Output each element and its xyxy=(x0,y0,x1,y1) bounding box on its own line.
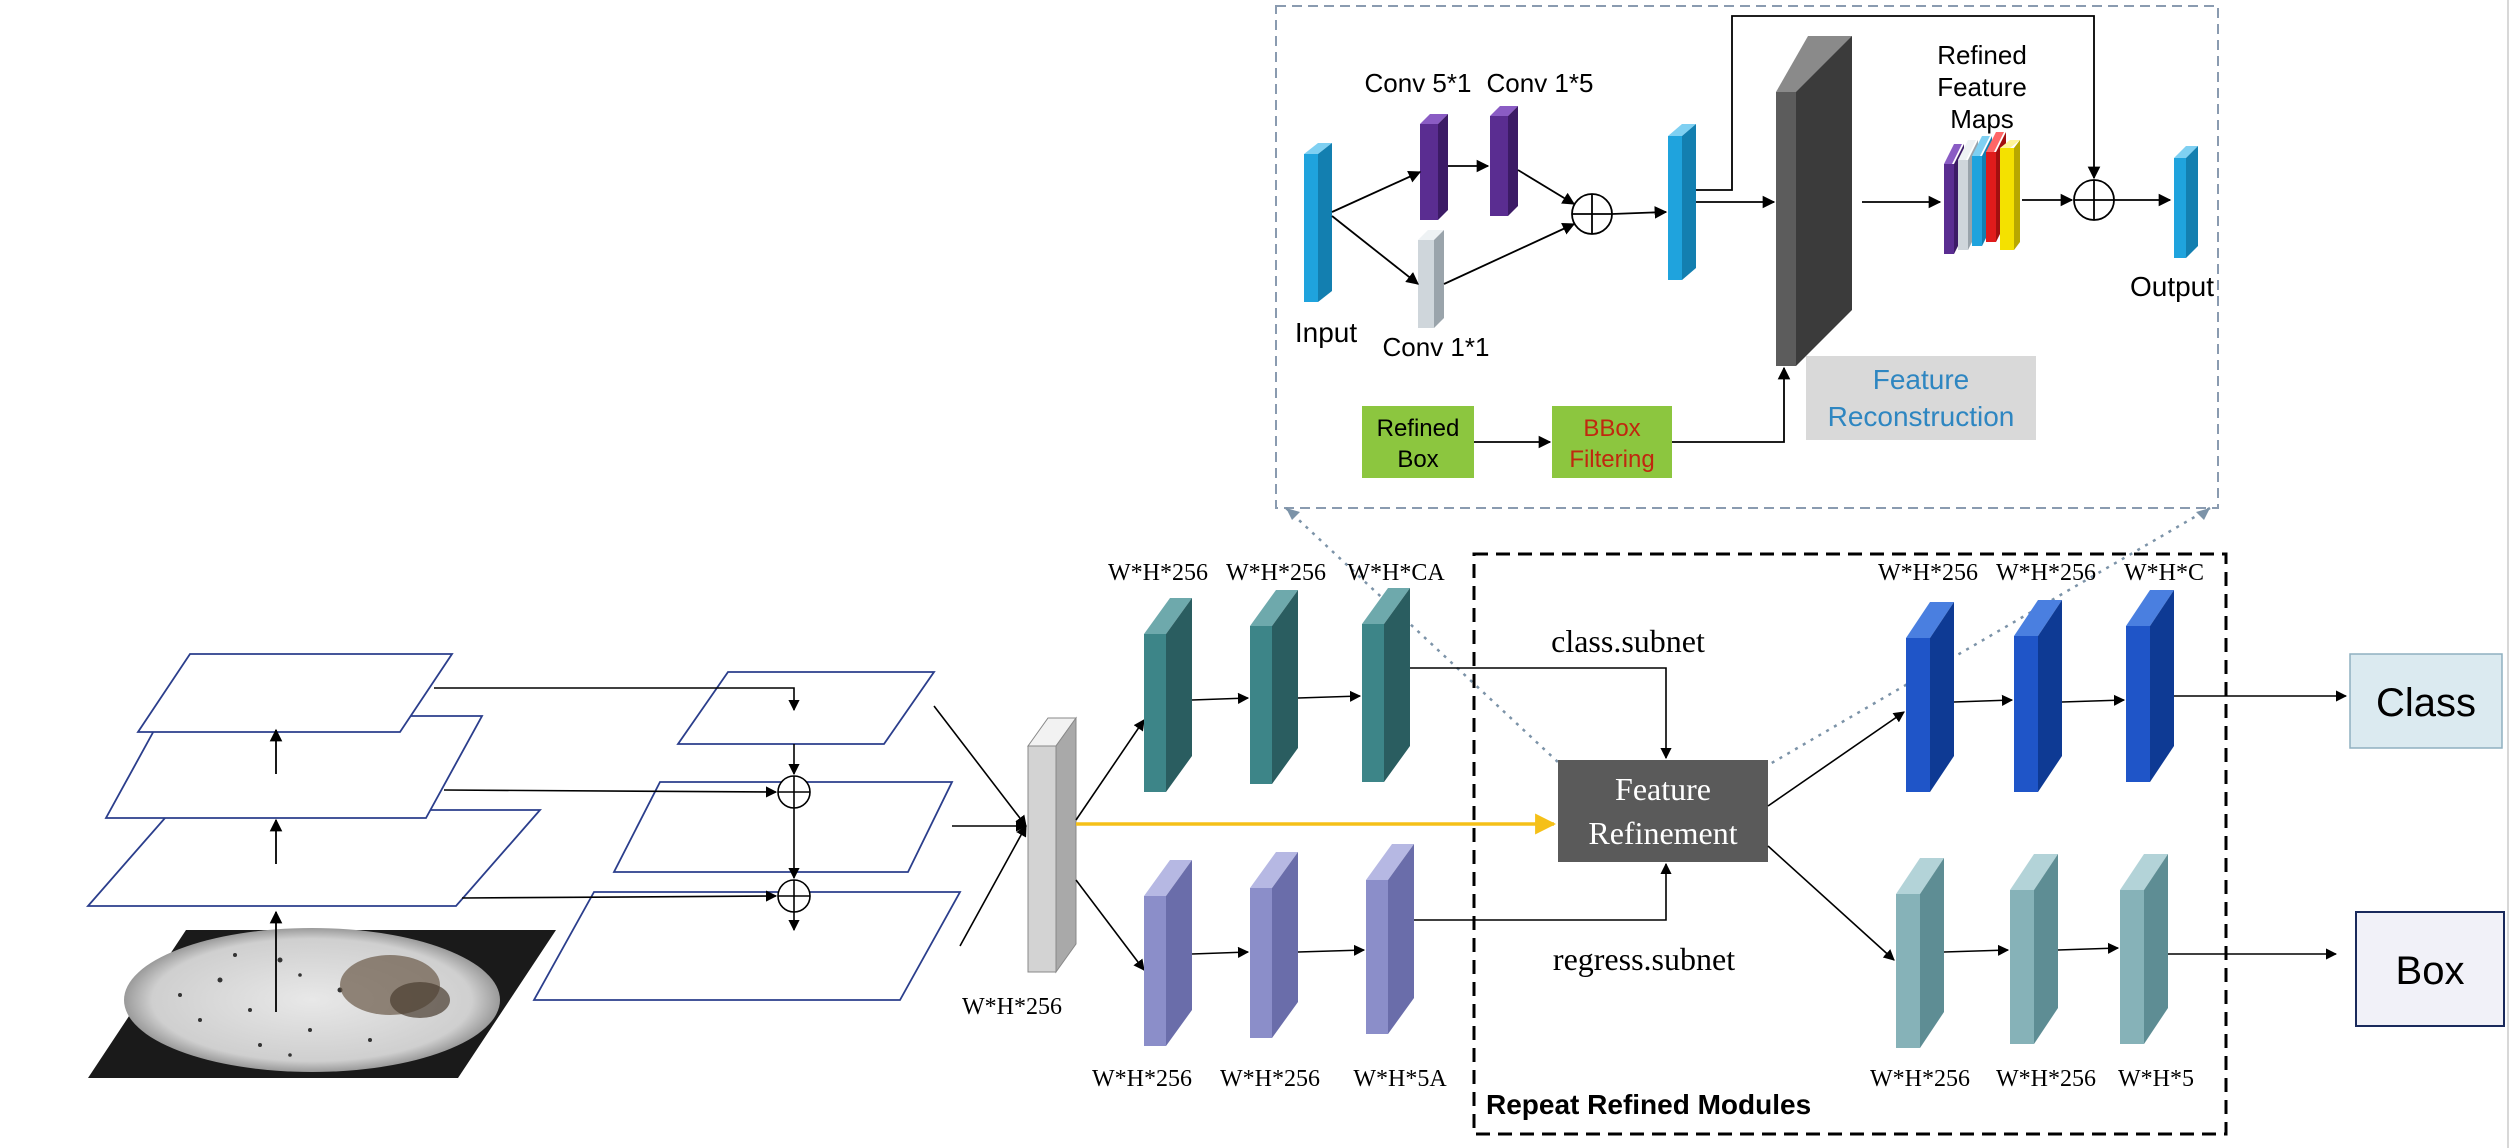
regress-branch-slab-2 xyxy=(1250,852,1298,1038)
conv15-label: Conv 1*5 xyxy=(1487,68,1594,98)
bbox-filtering-line1: BBox xyxy=(1583,415,1640,442)
refined-maps-line3: Maps xyxy=(1950,104,2014,134)
feature-refinement-node xyxy=(1558,760,1768,862)
regress-branch-slab-3 xyxy=(1366,844,1414,1034)
refined-maps-line1: Refined xyxy=(1937,40,2027,70)
feature-refinement-line2: Refinement xyxy=(1588,815,1737,851)
sum-node-fpn-2 xyxy=(777,879,811,913)
regress-subnet-label: regress.subnet xyxy=(1553,941,1735,977)
refined-class-branch xyxy=(1906,590,2174,792)
refined-box-node xyxy=(1362,406,1474,478)
backbone-out-label: W*H*256 xyxy=(962,994,1062,1020)
refined-class-label-2: W*H*256 xyxy=(1996,560,2096,586)
refined-box-line2: Box xyxy=(1397,446,1438,473)
refined-box-line1: Refined xyxy=(1377,415,1460,442)
backbone-output-slab xyxy=(1027,716,1077,974)
class-branch-label-2: W*H*256 xyxy=(1226,560,1326,586)
input-feature-slab xyxy=(1304,143,1332,302)
refined-class-label-1: W*H*256 xyxy=(1878,560,1978,586)
class-branch-label-1: W*H*256 xyxy=(1108,560,1208,586)
zoom-connector-left xyxy=(1285,507,1561,765)
inset-panel: Input Conv 5*1 Conv 1*5 Conv 1*1 xyxy=(1275,5,2219,509)
regress-branch-label-2: W*H*256 xyxy=(1220,1066,1320,1092)
zoom-connector-right xyxy=(1769,506,2211,766)
feature-pyramid xyxy=(86,653,556,1078)
output-feature-slab xyxy=(2174,146,2198,258)
box-output-node xyxy=(2355,911,2505,1027)
refined-box-label-2: W*H*256 xyxy=(1996,1066,2096,1092)
refined-box-slab-2 xyxy=(2010,854,2058,1044)
repeat-refined-modules-region xyxy=(1472,552,2228,1136)
class-branch-slab-2 xyxy=(1250,590,1298,784)
refined-box-label-1: W*H*256 xyxy=(1870,1066,1970,1092)
output-label: Output xyxy=(2130,271,2214,302)
refined-class-label-3: W*H*C xyxy=(2124,560,2204,586)
refined-box-slab-1 xyxy=(1896,858,1944,1048)
sum-node-fpn-1 xyxy=(777,775,811,809)
sum-node-inset-1 xyxy=(1571,193,1613,235)
conv11-slab xyxy=(1418,230,1444,328)
refined-box-label-3: W*H*5 xyxy=(2118,1066,2194,1092)
refined-box-branch xyxy=(1896,854,2168,1048)
conv51-slab xyxy=(1420,114,1448,220)
fpn-pyramid xyxy=(434,671,962,1001)
repeat-label: Repeat Refined Modules xyxy=(1486,1089,1811,1120)
class-branch-slab-3 xyxy=(1362,588,1410,782)
feature-reconstruction-box xyxy=(1806,356,2036,440)
reconstruction-slab xyxy=(1776,36,1852,366)
regress-branch-label-1: W*H*256 xyxy=(1092,1066,1192,1092)
conv15-slab xyxy=(1490,106,1518,216)
regress-branch xyxy=(1144,844,1414,1046)
regress-branch-label-3: W*H*5A xyxy=(1353,1066,1447,1092)
conv11-label: Conv 1*1 xyxy=(1383,332,1490,362)
refined-feature-maps xyxy=(1944,132,2020,254)
refined-class-slab-2 xyxy=(2014,600,2062,792)
intermediate-slab xyxy=(1668,124,1696,280)
feature-reconstruction-line1: Feature xyxy=(1873,364,1970,395)
conv51-label: Conv 5*1 xyxy=(1365,68,1472,98)
class-output-label: Class xyxy=(2376,681,2476,725)
class-branch-label-3: W*H*CA xyxy=(1347,560,1445,586)
bbox-filtering-node xyxy=(1552,406,1672,478)
refined-box-slab-3 xyxy=(2120,854,2168,1044)
regress-branch-slab-1 xyxy=(1144,860,1192,1046)
class-subnet-label: class.subnet xyxy=(1551,623,1705,659)
class-branch xyxy=(1144,588,1410,792)
feature-refinement-line1: Feature xyxy=(1615,771,1711,807)
box-output-label: Box xyxy=(2396,949,2465,993)
inset-border xyxy=(1275,5,2219,509)
input-label: Input xyxy=(1295,317,1357,348)
feature-reconstruction-line2: Reconstruction xyxy=(1828,401,2015,432)
refined-class-slab-1 xyxy=(1906,602,1954,792)
class-output-node xyxy=(2349,653,2503,749)
refined-class-slab-3 xyxy=(2126,590,2174,782)
sum-node-inset-2 xyxy=(2073,179,2115,221)
class-branch-slab-1 xyxy=(1144,598,1192,792)
bbox-filtering-line2: Filtering xyxy=(1569,446,1654,473)
refined-maps-line2: Feature xyxy=(1937,72,2027,102)
